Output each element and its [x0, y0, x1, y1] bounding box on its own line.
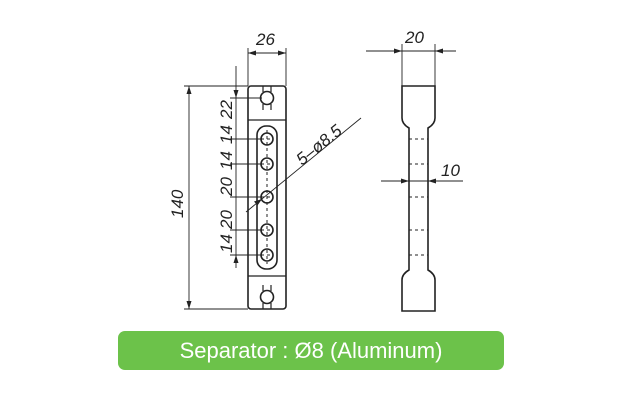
holes: [260, 130, 274, 264]
spacing-label-14: 14: [217, 125, 236, 144]
hole-diameter-label: 5–ø8.5: [293, 121, 347, 169]
front-view: 26 140 22 14 14 20 20 14: [168, 30, 362, 310]
bottom-clip: [259, 285, 275, 309]
dim-chain: 22 14 14 20 20 14: [217, 66, 262, 268]
caption-banner: Separator : Ø8 (Aluminum): [118, 331, 504, 370]
side-width-label: 20: [404, 28, 424, 47]
front-width-label: 26: [255, 30, 275, 49]
spacing-label-14: 14: [217, 151, 236, 170]
front-height-label: 140: [168, 189, 187, 218]
caption-text: Separator : Ø8 (Aluminum): [179, 337, 443, 363]
spacing-label-22: 22: [217, 100, 236, 120]
side-neck-label: 10: [441, 161, 460, 180]
side-profile: [401, 85, 436, 312]
dim-height-140: 140: [168, 85, 248, 310]
dim-side-width-20: 20: [366, 28, 456, 86]
dim-width-26: 26: [247, 30, 287, 86]
spacing-label-20: 20: [217, 210, 236, 230]
spacing-label-14: 14: [217, 234, 236, 253]
dim-side-neck-10: 10: [381, 161, 463, 184]
side-view: 20 10: [366, 28, 463, 312]
spacing-label-20: 20: [217, 177, 236, 197]
